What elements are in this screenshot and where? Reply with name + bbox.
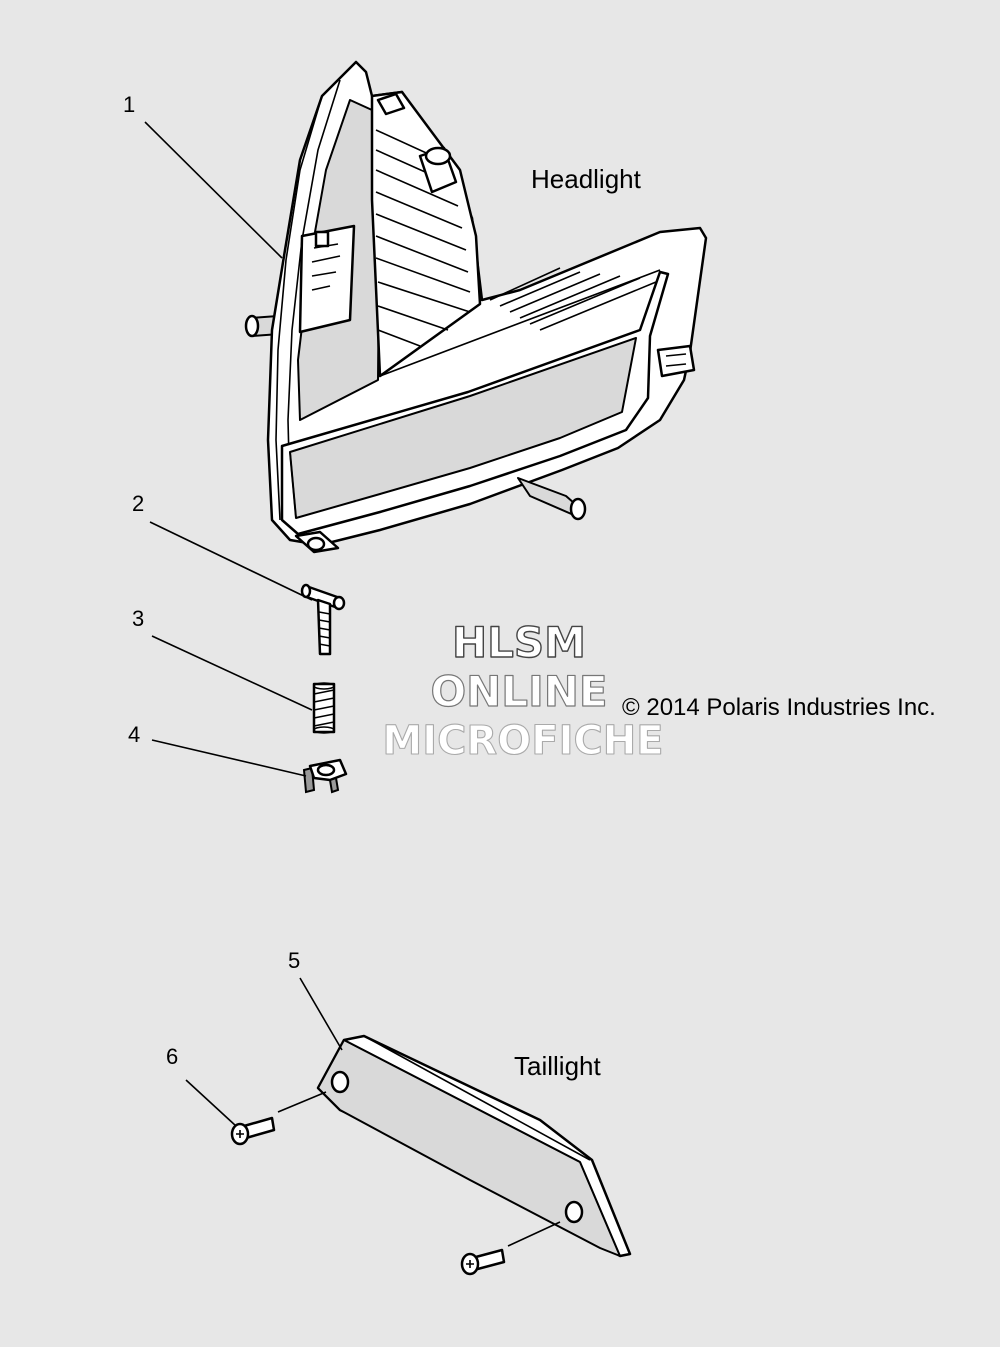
callout-4: 4 <box>128 722 140 747</box>
watermark-line-1: HLSM <box>452 618 586 667</box>
taillight-label: Taillight <box>514 1051 601 1081</box>
watermark-line-2: ONLINE <box>430 667 607 716</box>
watermark: HLSM ONLINE MICROFICHE <box>382 617 664 764</box>
clip-nut[interactable] <box>302 758 348 794</box>
taillight-assembly[interactable] <box>316 1034 632 1258</box>
adjuster-screw[interactable] <box>300 583 346 656</box>
callout-2: 2 <box>132 491 144 516</box>
callout-1: 1 <box>123 92 135 117</box>
watermark-line-3: MICROFICHE <box>382 718 663 764</box>
spring[interactable] <box>312 682 336 734</box>
callout-6: 6 <box>166 1044 178 1069</box>
callout-5: 5 <box>288 948 300 973</box>
taillight-screw-upper[interactable] <box>230 1091 327 1146</box>
callout-3: 3 <box>132 606 144 631</box>
leader-lines <box>144 121 343 1127</box>
copyright-text: © 2014 Polaris Industries Inc. <box>622 694 936 721</box>
taillight-screw-lower[interactable] <box>460 1221 561 1276</box>
headlight-assembly[interactable] <box>244 60 708 554</box>
headlight-label: Headlight <box>531 164 642 194</box>
